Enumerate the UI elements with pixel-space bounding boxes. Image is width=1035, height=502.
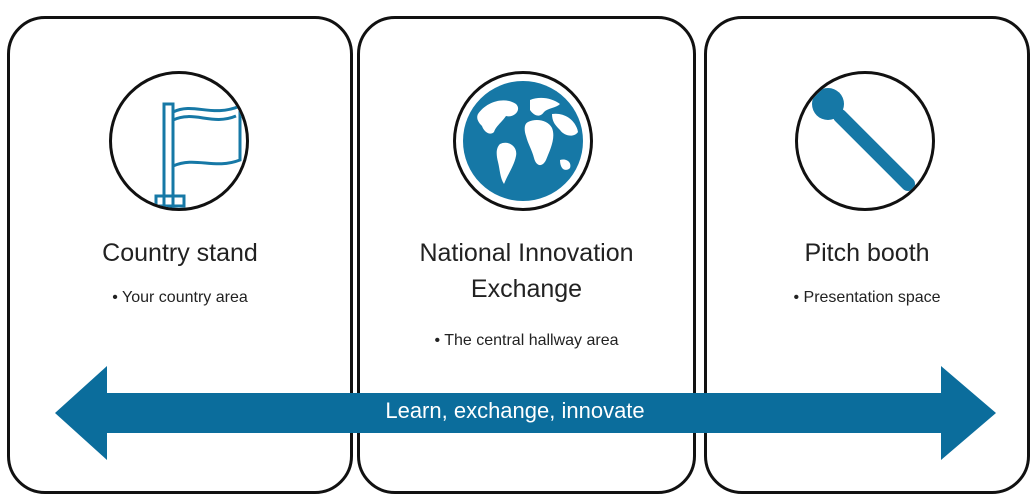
card-title: Country stand bbox=[102, 239, 258, 267]
card-bullet: • The central hallway area bbox=[434, 332, 619, 349]
card-country-stand: Country stand • Your country area bbox=[7, 16, 353, 494]
arrow-label: Learn, exchange, innovate bbox=[385, 398, 645, 423]
card-title: Pitch booth bbox=[804, 239, 930, 267]
globe-icon-circle bbox=[453, 71, 593, 211]
card-title: National Innovation Exchange bbox=[360, 235, 693, 307]
card-bullet: • Your country area bbox=[112, 289, 248, 306]
card-title-line-2: Exchange bbox=[470, 275, 583, 303]
card-pitch-booth: Pitch booth • Presentation space bbox=[704, 16, 1030, 494]
card-national-innovation-exchange: National Innovation Exchange • The centr… bbox=[357, 16, 696, 494]
globe-icon bbox=[463, 81, 583, 201]
flag-icon-circle bbox=[109, 71, 249, 211]
microphone-icon-circle bbox=[795, 71, 935, 211]
flag-icon bbox=[154, 102, 242, 208]
card-title-line-1: National Innovation bbox=[419, 239, 634, 267]
card-bullet: • Presentation space bbox=[793, 289, 941, 306]
microphone-icon bbox=[812, 88, 922, 208]
